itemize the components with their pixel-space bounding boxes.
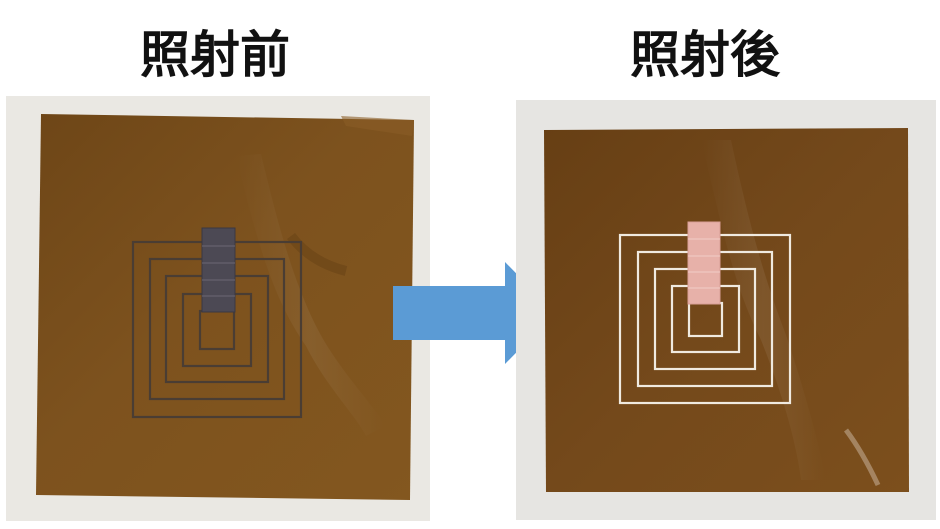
chip-after bbox=[687, 221, 721, 305]
label-before-irradiation: 照射前 bbox=[140, 26, 290, 84]
label-after-irradiation: 照射後 bbox=[630, 26, 780, 84]
photo-before-irradiation bbox=[6, 96, 430, 521]
polyimide-film-after bbox=[544, 128, 909, 492]
photo-after-irradiation bbox=[516, 100, 936, 520]
chip-before bbox=[201, 227, 236, 313]
right-arrow-icon bbox=[393, 262, 555, 364]
